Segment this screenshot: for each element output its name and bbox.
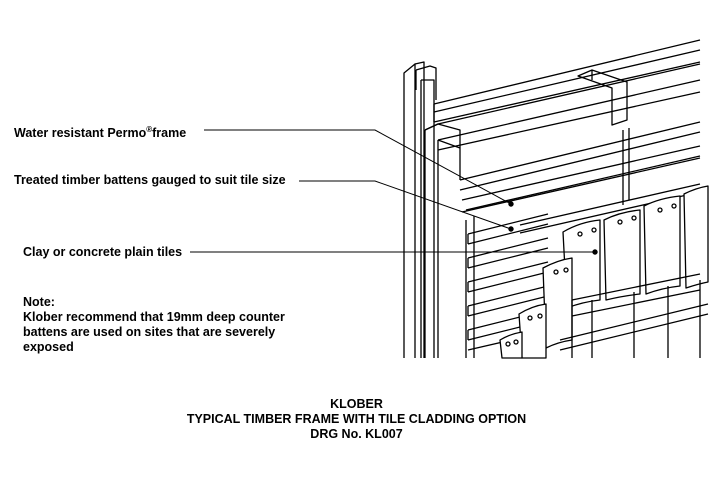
leader-permo-frame-dot — [508, 201, 514, 207]
label-permo-frame-text: Water resistant Permo — [14, 126, 147, 140]
label-plain-tiles: Clay or concrete plain tiles — [23, 245, 183, 259]
registered-mark: ® — [146, 125, 153, 134]
label-permo-frame: Water resistant Permo®frame — [14, 122, 186, 141]
note-block: Note: Klober recommend that 19mm deep co… — [23, 295, 285, 355]
plain-tiles — [499, 185, 709, 359]
note-heading: Note: — [23, 295, 55, 309]
leader-battens — [299, 180, 512, 230]
drawing-number: DRG No. KL007 — [310, 427, 403, 441]
leader-battens-dot — [508, 226, 514, 232]
leader-tiles-dot — [592, 249, 598, 255]
label-timber-battens: Treated timber battens gauged to suit ti… — [14, 173, 286, 187]
title-block: KLOBER TYPICAL TIMBER FRAME WITH TILE CL… — [0, 397, 713, 442]
note-line: exposed — [23, 340, 74, 354]
drawing-title: TYPICAL TIMBER FRAME WITH TILE CLADDING … — [186, 412, 527, 426]
note-line: Klober recommend that 19mm deep counter — [23, 310, 285, 324]
leader-lines — [190, 129, 598, 255]
leader-permo-frame — [204, 129, 512, 205]
company-name: KLOBER — [330, 397, 383, 411]
note-line: battens are used on sites that are sever… — [23, 325, 276, 339]
label-permo-frame-tail: frame — [152, 126, 187, 140]
